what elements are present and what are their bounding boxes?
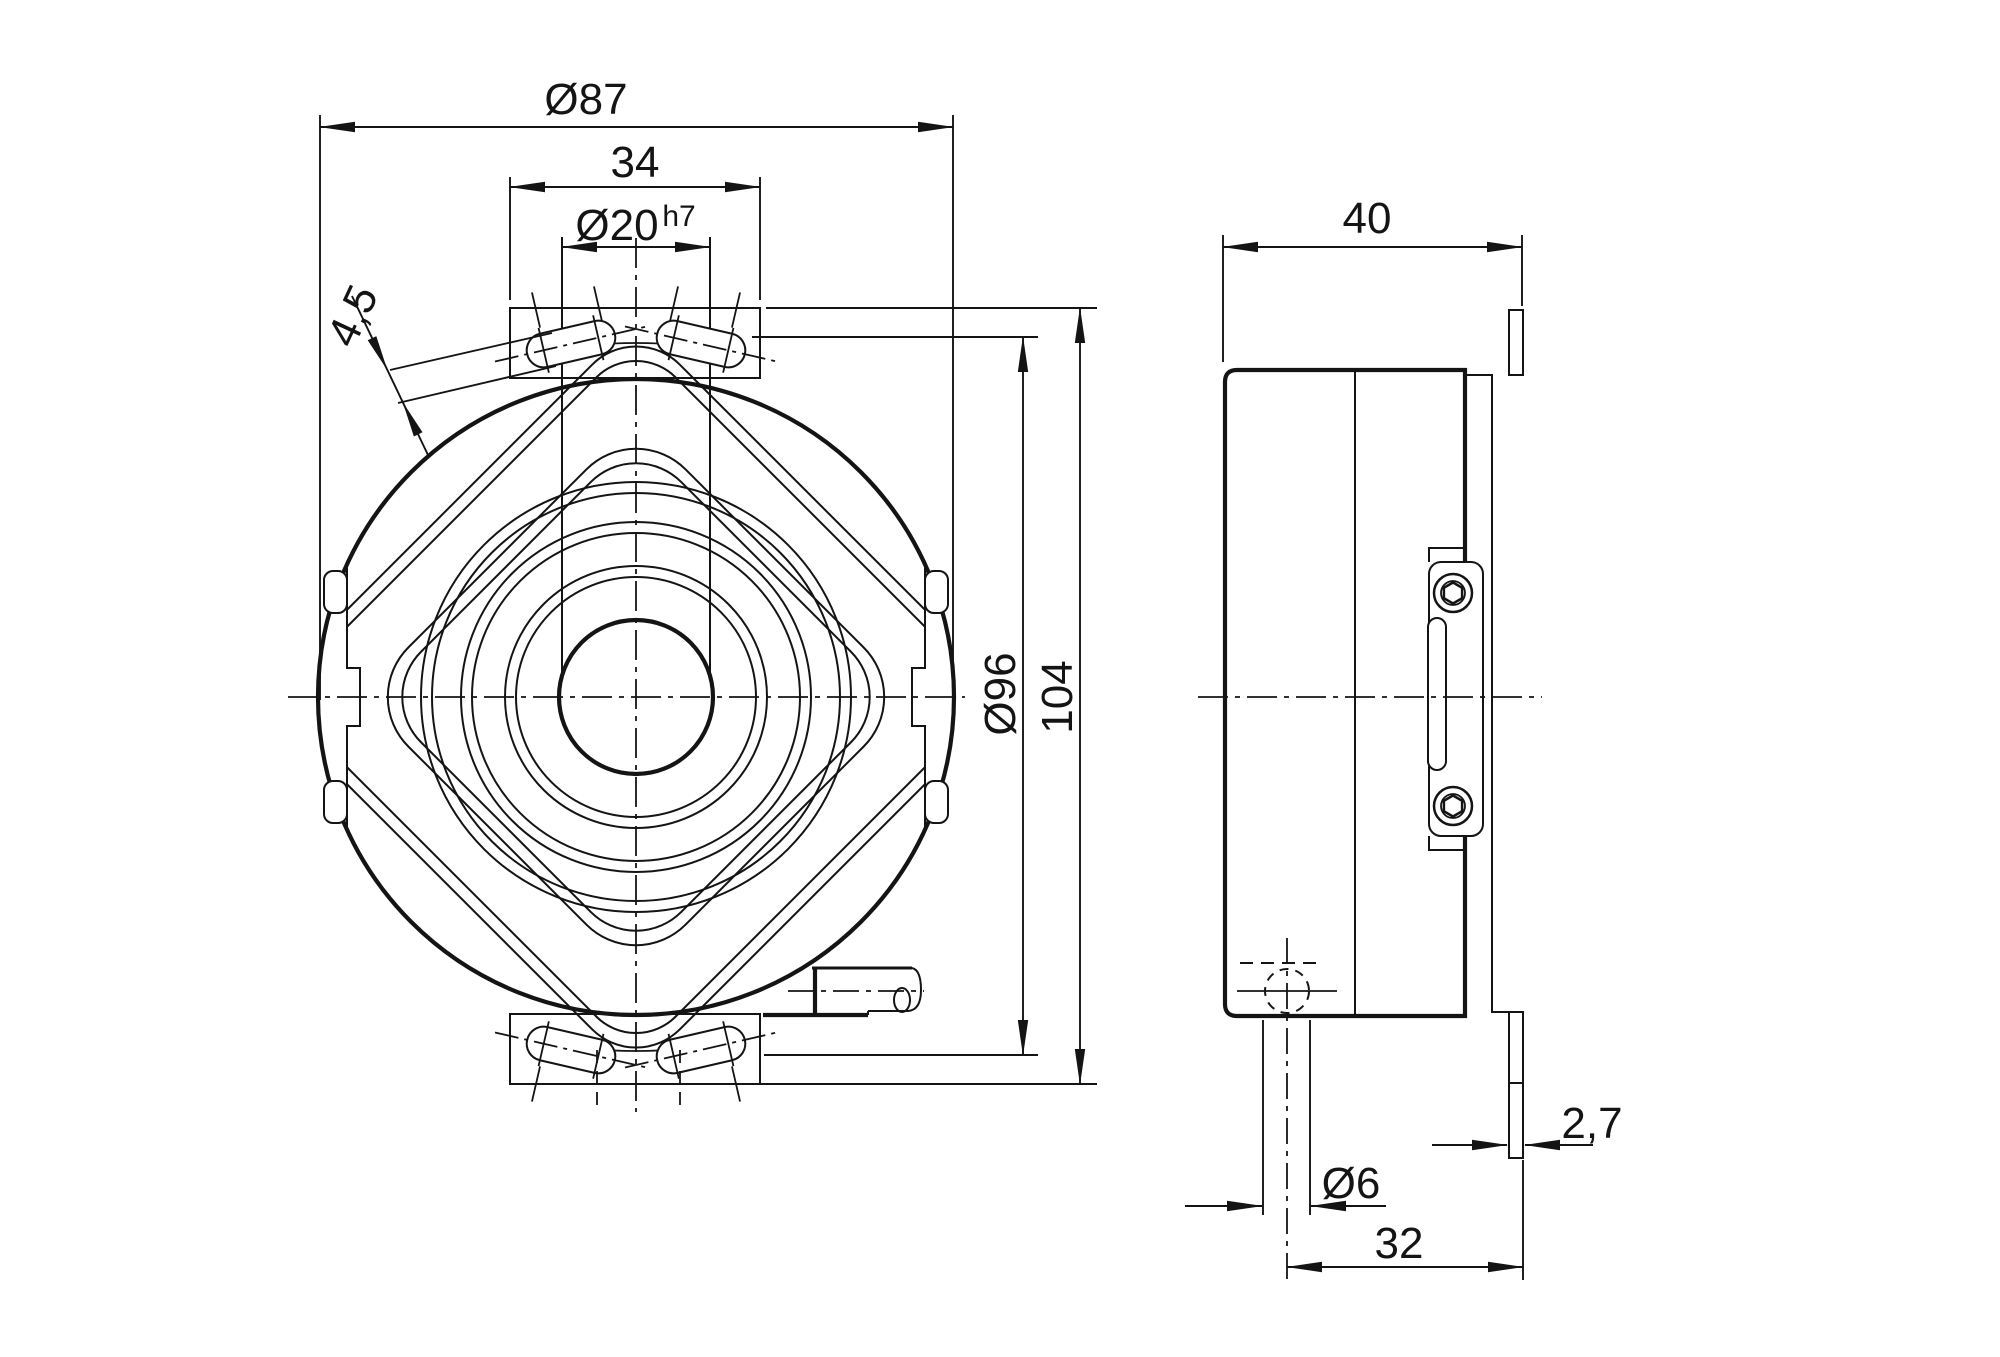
mounting-slot-top-left [494,315,648,373]
sheet-thickness-label: 2,7 [1561,1099,1622,1148]
dimension-plate-width [509,177,761,300]
plate-width-label: 34 [611,138,660,187]
swing-diameter-label: Ø96 [976,652,1025,735]
side-view [1198,309,1542,1283]
bottom-mounting-plate [509,1013,761,1085]
torque-bracket-sheet [1464,309,1524,1159]
plate-ticks [531,286,741,1106]
dimension-pin-hole-offset [1286,1160,1524,1280]
right-flat [911,565,926,830]
front-view [288,237,965,1112]
clamp-screw-top [1432,572,1474,614]
cable-end-cap [893,987,911,1013]
flange-contours [348,345,924,1049]
housing-depth-label: 40 [1343,194,1392,243]
pin-hole [1237,938,1337,1283]
dimension-housing-depth [1222,235,1523,362]
mounting-slot-bottom-right [624,1021,778,1079]
clamp-plate [1427,547,1484,851]
edge-tabs [323,570,949,824]
dimension-outer-diameter [319,115,954,705]
dimension-overall-height [757,307,1097,1085]
clamp-screw-bottom [1432,785,1474,827]
side-body-outline [1222,367,1468,1019]
mounting-slot-top-right [624,315,778,373]
clamp-slot [1427,617,1447,771]
overall-height-label: 104 [1033,660,1082,733]
shaft-diameter-label: Ø20 [575,201,658,250]
cable-exit [763,966,924,1018]
dimension-slot-width [351,295,557,456]
shaft-tolerance-label: h7 [662,200,695,233]
dimension-pin-hole-diameter [1185,1020,1386,1215]
pin-hole-diameter-label: Ø6 [1322,1159,1381,1208]
outer-diameter-label: Ø87 [544,75,627,124]
pin-hole-offset-label: 32 [1375,1219,1424,1268]
dimension-swing-diameter [752,336,1038,1056]
mounting-slot-bottom-left [494,1021,648,1079]
